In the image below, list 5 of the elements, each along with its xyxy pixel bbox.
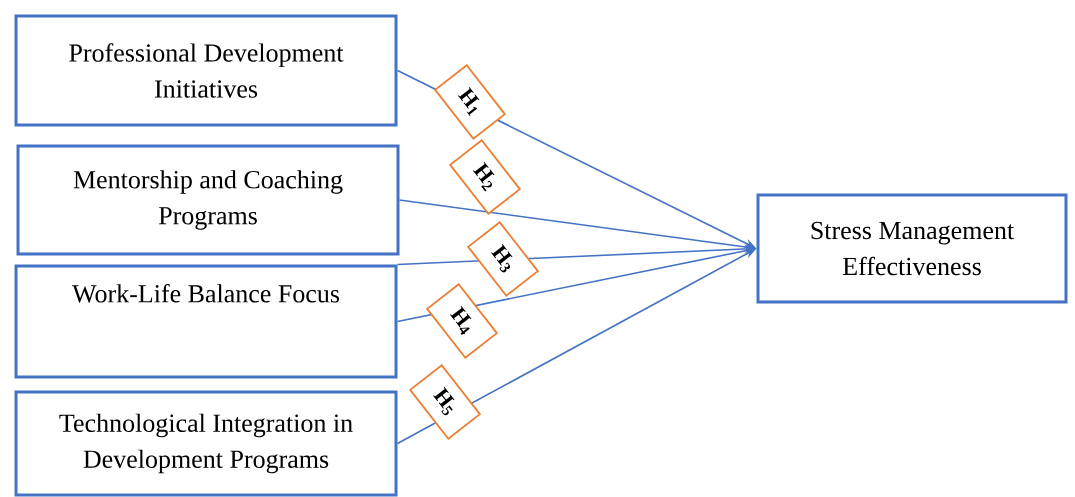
text-box: Technological Integration in Development Programs [14, 390, 398, 497]
text-box: Stress Management Effectiveness [756, 193, 1068, 304]
text-box: Work-Life Balance Focus [14, 264, 398, 379]
text-box: Professional Development Initiatives [14, 14, 398, 127]
text-box: Mentorship and Coaching Programs [16, 144, 400, 256]
